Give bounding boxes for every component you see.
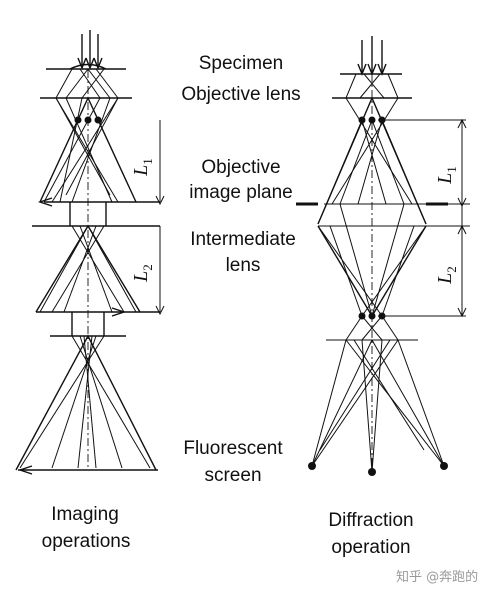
label-objective-lens: Objective lens — [181, 84, 301, 105]
incident-beam-arrows — [77, 30, 103, 70]
distance-markers-right — [454, 118, 470, 318]
label-intermediate-lens-2: lens — [225, 255, 261, 276]
label-fluorescent-screen-1: Fluorescent — [183, 438, 283, 459]
label-l2-right: L2 — [433, 266, 459, 284]
final-image-outline — [15, 334, 157, 471]
second-image-arrow — [111, 307, 127, 317]
incident-beam-arrows-right — [357, 36, 387, 76]
label-imaging-2: operations — [41, 531, 131, 552]
image-forming-rays — [43, 97, 119, 203]
label-l2-left: L2 — [129, 264, 155, 282]
watermark: 知乎 @奔跑的 — [396, 570, 479, 585]
diffraction-mode-diagram — [296, 36, 470, 476]
diffraction-rays-lower — [317, 203, 427, 317]
projection-rays-right — [311, 339, 445, 473]
second-image-outline — [35, 224, 141, 313]
label-objective-image-plane-2: image plane — [189, 182, 293, 203]
label-fluorescent-screen-2: screen — [204, 465, 262, 486]
imaging-mode-diagram — [15, 30, 165, 475]
projector-rays — [19, 335, 151, 469]
label-diffraction-2: operation — [331, 537, 411, 558]
objective-rays — [55, 68, 119, 99]
label-intermediate-lens-1: Intermediate — [190, 229, 296, 250]
specimen-curve — [69, 63, 107, 70]
label-l1-right: L1 — [433, 166, 459, 184]
label-l1-left: L1 — [129, 158, 155, 176]
screen-diffraction-spots — [308, 462, 448, 476]
label-specimen: Specimen — [198, 53, 284, 74]
first-image-arrow — [37, 197, 53, 207]
label-diffraction-1: Diffraction — [328, 510, 414, 531]
label-imaging-1: Imaging — [51, 504, 119, 525]
label-objective-image-plane-1: Objective — [201, 157, 281, 178]
final-image-arrow — [17, 465, 33, 475]
